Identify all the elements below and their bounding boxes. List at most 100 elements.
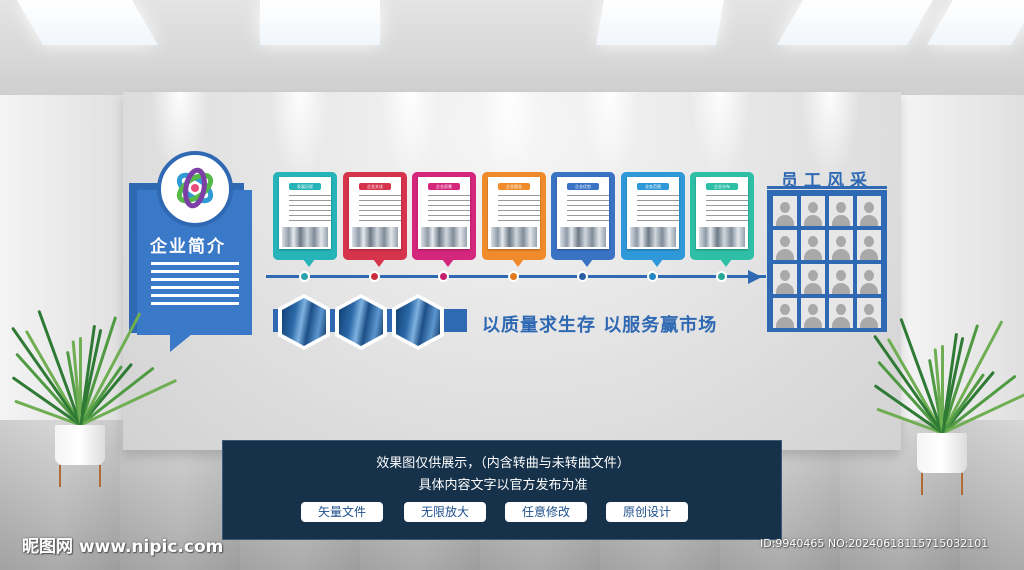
- card-tab: 发展历程: [289, 183, 321, 190]
- card-text-line: [289, 200, 331, 201]
- staff-avatar-icon: [773, 196, 797, 226]
- card-tail: [442, 259, 454, 267]
- intro-text-line: [151, 294, 239, 297]
- plant-pot: [917, 433, 967, 473]
- card-text-line: [637, 205, 679, 206]
- intro-text-line: [151, 262, 239, 265]
- spotlight: [580, 92, 640, 182]
- slogan: 以质量求生存 以服务赢市场: [482, 315, 718, 336]
- card-text-line: [428, 215, 470, 216]
- card-city-photo: [352, 227, 398, 247]
- card-text-line: [567, 215, 609, 216]
- card-tab: 业务范围: [637, 183, 669, 190]
- card-tail: [373, 259, 385, 267]
- info-card: 企业理念: [482, 172, 546, 267]
- timeline-dot: [508, 271, 519, 282]
- card-text-line: [498, 215, 540, 216]
- staff-avatar-icon: [829, 196, 853, 226]
- staff-avatar-icon: [773, 298, 797, 328]
- card-text-line: [498, 205, 540, 206]
- card-tail: [303, 259, 315, 267]
- info-card: 业务范围: [621, 172, 685, 267]
- info-card: 企业愿景: [412, 172, 476, 267]
- card-text-line: [567, 220, 609, 221]
- staff-avatar-icon: [829, 230, 853, 260]
- staff-avatar-icon: [773, 264, 797, 294]
- card-text-line: [289, 215, 331, 216]
- spotlight: [380, 92, 440, 182]
- plant-leaf: [941, 345, 944, 433]
- card-text-line: [428, 200, 470, 201]
- card-text-line: [706, 215, 748, 216]
- spotlight: [480, 92, 540, 182]
- card-city-photo: [699, 227, 745, 247]
- building-photo-hex: [335, 294, 387, 350]
- intro-speech-tail: [170, 334, 192, 352]
- card-tab: 企业理念: [498, 183, 530, 190]
- card-text-line: [428, 210, 470, 211]
- intro-title: 企业简介: [150, 237, 226, 257]
- card-text-line: [359, 205, 401, 206]
- tag-original-design: 原创设计: [606, 502, 688, 522]
- spotlight: [690, 92, 750, 182]
- staff-avatar-icon: [801, 196, 825, 226]
- staff-title-underline: [767, 186, 887, 189]
- card-text-line: [637, 220, 679, 221]
- plant-stand: [59, 465, 101, 487]
- spotlight: [270, 92, 330, 182]
- card-text-line: [289, 205, 331, 206]
- timeline-arrow: [748, 270, 762, 284]
- card-text-line: [498, 210, 540, 211]
- intro-text-line: [151, 278, 239, 281]
- card-text-line: [498, 195, 540, 196]
- timeline-dot: [438, 271, 449, 282]
- card-text-line: [359, 200, 401, 201]
- card-text-line: [498, 220, 540, 221]
- card-text-line: [637, 215, 679, 216]
- info-card: 企业分布: [690, 172, 754, 267]
- card-tail: [720, 259, 732, 267]
- card-text-line: [706, 210, 748, 211]
- tag-infinite-zoom: 无限放大: [404, 502, 486, 522]
- tag-vector-file: 矢量文件: [301, 502, 383, 522]
- card-text-line: [289, 220, 331, 221]
- spotlight: [800, 92, 860, 182]
- card-text-line: [359, 195, 401, 196]
- staff-avatar-icon: [829, 298, 853, 328]
- staff-avatar-icon: [801, 264, 825, 294]
- info-card: 发展历程: [273, 172, 337, 267]
- intro-text-line: [151, 270, 239, 273]
- card-tail: [651, 259, 663, 267]
- card-text-line: [706, 195, 748, 196]
- tag-editable: 任意修改: [505, 502, 587, 522]
- info-card: 企业优势: [551, 172, 615, 267]
- timeline-dot: [716, 271, 727, 282]
- ceiling-light-2: [260, 0, 380, 45]
- card-text-line: [428, 220, 470, 221]
- card-city-photo: [630, 227, 676, 247]
- ceiling-light-4: [777, 0, 933, 45]
- intro-text-line: [151, 302, 239, 305]
- card-text-line: [289, 210, 331, 211]
- card-text-line: [706, 205, 748, 206]
- card-city-photo: [421, 227, 467, 247]
- card-text-line: [359, 210, 401, 211]
- building-photo-hex: [392, 294, 444, 350]
- staff-avatar-icon: [857, 230, 881, 260]
- card-text-line: [637, 210, 679, 211]
- card-tab: 企业分布: [706, 183, 738, 190]
- card-text-line: [637, 200, 679, 201]
- card-tail: [581, 259, 593, 267]
- watermark-id: ID:9940465 NO:20240618115715032101: [760, 537, 989, 550]
- company-logo-icon: [176, 167, 214, 209]
- intro-text-line: [151, 286, 239, 289]
- info-card: 企业文化: [343, 172, 407, 267]
- card-text-line: [706, 200, 748, 201]
- staff-avatar-icon: [801, 298, 825, 328]
- plant-stand: [921, 473, 963, 495]
- card-tail: [512, 259, 524, 267]
- card-text-line: [359, 220, 401, 221]
- card-tab: 企业文化: [359, 183, 391, 190]
- plant-leaf: [79, 337, 82, 425]
- staff-title: 员工风采: [781, 171, 873, 191]
